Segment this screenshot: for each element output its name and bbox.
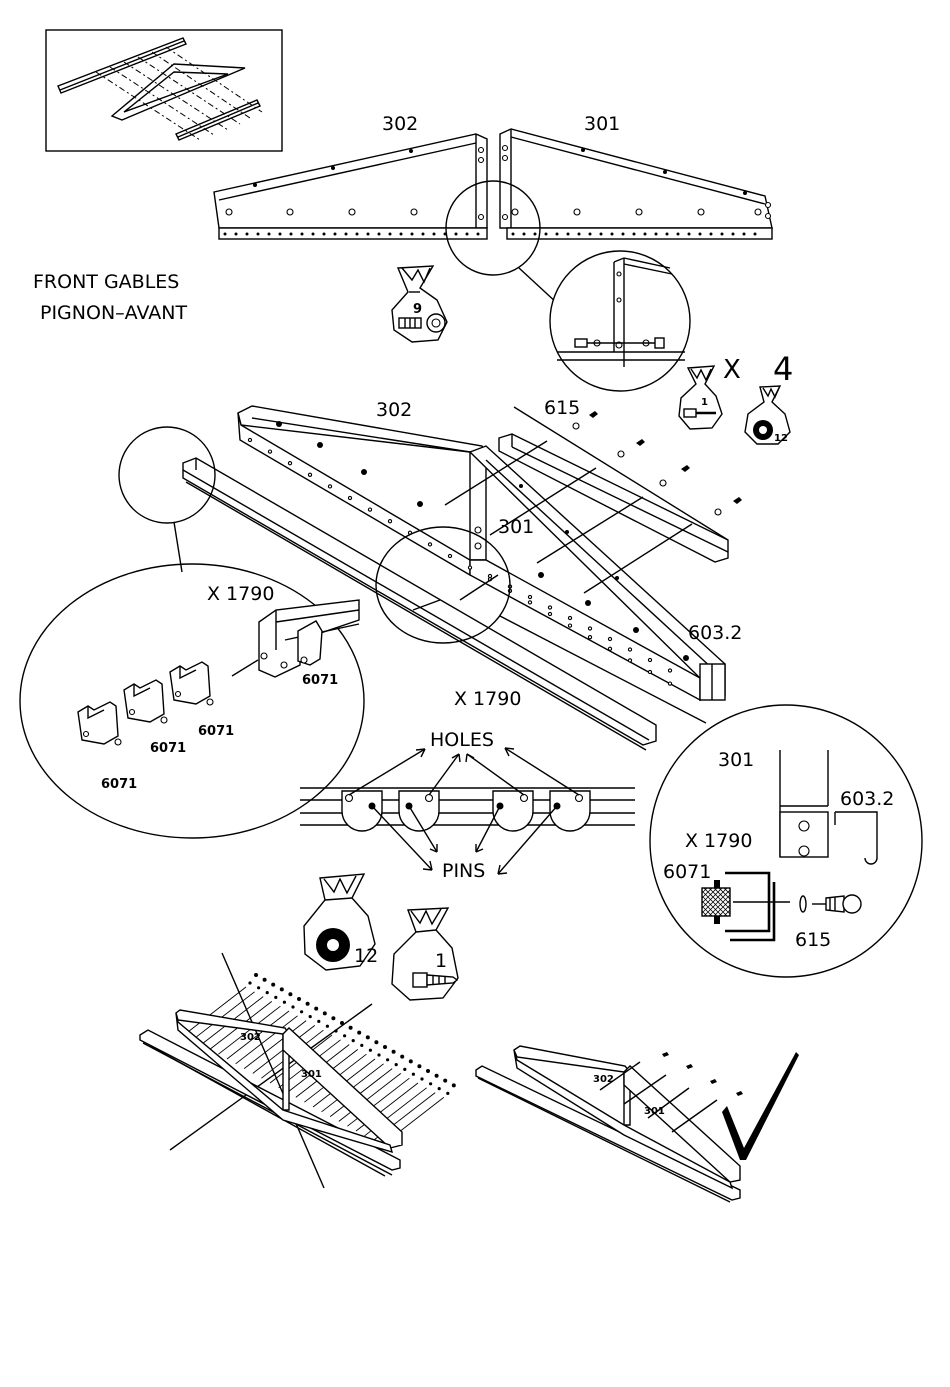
label-301-bottom-b: 301 [644,1106,665,1117]
label-6071-b: 6071 [198,724,234,739]
hardware-bag-1-large: 1 [392,908,458,1000]
hardware-bag-12-large: 12 [304,874,378,970]
label-1790-zoom: X 1790 [207,583,274,605]
label-1790-mid: X 1790 [454,688,521,710]
label-603-detail: 603.2 [840,788,894,810]
bag-1-number: 1 [701,397,708,408]
label-6071-detail: 6071 [663,861,711,883]
checkmark-icon [722,1052,799,1160]
label-6071-d: 6071 [101,777,137,792]
label-301-top: 301 [584,113,620,135]
label-302-top: 302 [382,113,418,135]
label-603-mid: 603.2 [688,622,742,644]
label-6071-a: 6071 [302,673,338,688]
bag-12-number: 12 [774,433,788,444]
label-301-mid: 301 [498,516,534,538]
label-302-bottom-a: 302 [240,1032,261,1043]
hardware-bag-9: 9 [392,266,447,342]
pins-label: PINS [442,860,485,882]
multiplier-count: 4 [773,350,793,388]
multiplier-x: X [723,355,741,385]
label-301-detail: 301 [718,749,754,771]
hardware-bag-12: 12 [745,386,790,444]
label-302-mid: 302 [376,399,412,421]
hardware-bag-1: 1 [679,366,722,429]
label-301-bottom-a: 301 [301,1069,322,1080]
bag-9-number: 9 [413,302,422,317]
overview-inset [46,30,282,151]
holes-label: HOLES [430,729,494,751]
bottom-assembly-correct: 302 301 [476,1046,743,1202]
label-1790-detail: X 1790 [685,830,752,852]
holes-pins-diagram [300,748,635,874]
zoom-detail-clips [20,564,364,838]
title-french: PIGNON–AVANT [40,302,187,324]
bag-1-large-number: 1 [435,950,447,972]
label-615-detail: 615 [795,929,831,951]
label-302-bottom-b: 302 [593,1074,614,1085]
zoom-detail-top [550,251,690,391]
label-6071-c: 6071 [150,741,186,756]
top-gable-301 [500,129,772,239]
title-english: FRONT GABLES [33,271,179,293]
label-615-mid: 615 [544,397,580,419]
bag-12-large-number: 12 [354,945,378,967]
